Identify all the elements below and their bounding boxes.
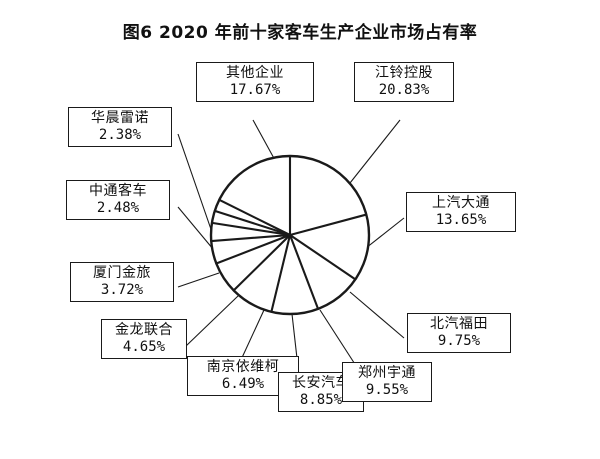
callout-huachenleinuo[interactable]: 华晨雷诺 2.38% [68,107,172,148]
callout-changanqiche-name: 长安汽车 [292,375,350,391]
callout-nanjingyiweike-name: 南京依维柯 [206,359,280,375]
leader-line-qitaqiye [252,119,277,163]
leader-line-zhengzhouyutong [319,309,361,373]
leader-line-jinlonglianhe [185,295,239,347]
callout-xiamenjinlv-name: 厦门金旅 [93,265,151,281]
callout-jinlonglianhe[interactable]: 金龙联合 4.65% [101,319,187,360]
leader-line-jianglingkonggu [349,119,401,184]
pie-divider-4 [270,233,292,313]
leader-line-xiamenjinlv [177,272,220,288]
leader-line-zhongtongkeche [177,206,214,250]
callout-huachenleinuo-name: 华晨雷诺 [91,110,149,126]
pie-slice-dividers [210,154,368,313]
chart-title: 图6 2020 年前十家客车生产企业市场占有率 [122,23,478,43]
pie-divider-8 [210,221,292,237]
leader-line-huachenleinuo [177,133,215,239]
callout-jianglingkonggu[interactable]: 江铃控股 20.83% [354,62,454,103]
callout-zhengzhouyutong-value: 9.55% [365,382,409,399]
pie-divider-2 [288,233,357,281]
callout-jianglingkonggu-value: 20.83% [378,82,430,99]
callout-qitaqiye-value: 17.67% [229,82,281,99]
leader-line-shangqidatong [365,217,405,249]
pie-divider-10 [218,198,292,237]
callout-jianglingkonggu-name: 江铃控股 [375,65,433,81]
callout-beiqifutian-name: 北汽福田 [430,316,488,332]
callout-shangqidatong[interactable]: 上汽大通 13.65% [406,192,516,233]
callout-shangqidatong-value: 13.65% [435,212,487,229]
callout-nanjingyiweike-value: 6.49% [221,376,265,393]
pie-divider-9 [213,209,292,237]
callout-zhongtongkeche-name: 中通客车 [89,183,147,199]
callout-changanqiche-value: 8.85% [299,392,343,409]
callout-jinlonglianhe-name: 金龙联合 [115,322,173,338]
pie-divider-1 [288,213,368,237]
callout-xiamenjinlv-value: 3.72% [100,282,144,299]
callout-qitaqiye-name: 其他企业 [226,65,284,81]
callout-zhongtongkeche[interactable]: 中通客车 2.48% [66,180,170,221]
callout-zhengzhouyutong[interactable]: 郑州宇通 9.55% [342,362,432,403]
leader-line-nanjingyiweike [239,309,265,363]
pie-divider-5 [232,233,292,292]
callout-zhengzhouyutong-name: 郑州宇通 [358,365,416,381]
pie-divider-7 [210,233,292,243]
callout-qitaqiye[interactable]: 其他企业 17.67% [196,62,314,103]
callout-beiqifutian-value: 9.75% [437,333,481,350]
callout-huachenleinuo-value: 2.38% [98,127,142,144]
callout-beiqifutian[interactable]: 北汽福田 9.75% [407,313,511,354]
pie-divider-3 [288,233,320,310]
leader-lines [177,119,405,386]
callout-shangqidatong-name: 上汽大通 [432,195,490,211]
callout-jinlonglianhe-value: 4.65% [122,339,166,356]
pie-divider-6 [215,233,292,265]
callout-xiamenjinlv[interactable]: 厦门金旅 3.72% [70,262,174,303]
leader-line-beiqifutian [349,291,405,339]
callout-zhongtongkeche-value: 2.48% [96,200,140,217]
